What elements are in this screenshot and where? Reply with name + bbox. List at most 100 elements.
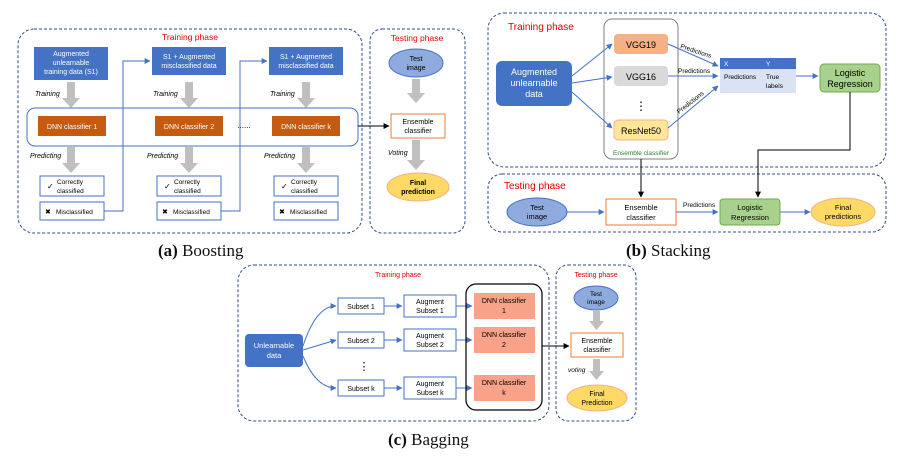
boosting-cross-3: ✖ [279, 209, 285, 216]
stacking-table-predictions: Predictions [724, 74, 757, 81]
boosting-correct-3a: Correctly [291, 179, 318, 186]
bagging-input-line2: data [267, 351, 282, 360]
boosting-misclassified-box-3 [273, 201, 339, 221]
boosting-check-1: ✓ [47, 182, 54, 191]
caption-boosting: (a) Boosting [158, 241, 243, 261]
bagging-augment2-line2: Subset 2 [416, 342, 444, 349]
bagging-augment2-line1: Augment [416, 333, 444, 340]
boosting-voting-arrow [407, 140, 425, 170]
boosting-test-line2: image [406, 65, 425, 72]
bagging-subset1-label: Subset 1 [347, 304, 375, 311]
boosting-test-arrow [407, 79, 425, 103]
boosting-training-region [17, 28, 363, 234]
stacking-input-to-vgg19 [571, 43, 613, 77]
caption-stacking: (b) Stacking [626, 241, 711, 261]
stacking-vgg19-predictions-arrow [667, 43, 719, 67]
boosting-training-label-1: Training [35, 91, 60, 98]
bagging-subset2-label: Subset 2 [347, 338, 375, 345]
bagging-final-line2: Prediction [581, 400, 612, 407]
stacking-table-header-x [720, 58, 762, 69]
stacking-ensemble-line2: classifier [626, 213, 656, 222]
bagging-testing-region [555, 264, 637, 422]
boosting-test-image [388, 48, 444, 78]
bagging-input-to-subset1 [302, 303, 337, 347]
caption-boosting-text: Boosting [182, 241, 244, 260]
bagging-subsetk-label: Subset k [347, 386, 375, 393]
stacking-input-to-resnet50 [571, 91, 613, 129]
stacking-testing-phase-label: Testing phase [504, 181, 566, 192]
stacking-input-line3: data [525, 89, 543, 99]
bagging-dnnk-line1: DNN classifier [482, 380, 527, 387]
boosting-predicting-label-3: Predicting [264, 153, 295, 160]
boosting-test-line1: Test [410, 56, 423, 63]
stacking-vgg16-label: VGG16 [626, 72, 656, 82]
boosting-s1-line1-b: S1 + Augmented [280, 54, 332, 61]
caption-bagging-label: (c) [388, 430, 407, 449]
boosting-classifier-row [26, 107, 359, 147]
boosting-predicting-arrow-2 [180, 147, 198, 173]
boosting-final-line2: prediction [401, 189, 435, 196]
stacking-input-data [496, 61, 572, 106]
stacking-table-true1: True [766, 74, 780, 81]
stacking-input-line2: unlearnable [510, 78, 557, 88]
stacking-resnet50 [613, 119, 669, 141]
bagging-voting-arrow [589, 359, 604, 380]
bagging-test-image [573, 285, 619, 311]
boosting-input-line3: training data (S1) [44, 69, 98, 76]
boosting-training-label-3: Training [270, 91, 295, 98]
boosting-dnn-classifier-1 [38, 116, 106, 136]
bagging-panel: Training phase Testing phase Unlearnable… [237, 264, 637, 422]
boosting-correct-box-2 [156, 175, 222, 197]
boosting-input-line1: Augmented [53, 51, 89, 58]
stacking-table-body [720, 69, 796, 93]
boosting-correct-2a: Correctly [174, 179, 201, 186]
boosting-ensemble-line2: classifier [404, 128, 432, 135]
boosting-testing-phase-label: Testing phase [391, 33, 444, 43]
stacking-final-line1: Final [835, 203, 852, 212]
bagging-test-line1: Test [590, 291, 602, 298]
stacking-ensemble-line1: Ensemble [624, 203, 657, 212]
bagging-augment1-line2: Subset 1 [416, 308, 444, 315]
boosting-s1-line2-b: misclassified data [278, 63, 333, 70]
boosting-misclassified-1: Misclassified [56, 209, 93, 216]
boosting-dnn2-label: DNN classifier 2 [164, 124, 214, 131]
boosting-ensemble-line1: Ensemble [402, 119, 433, 126]
bagging-voting-label: voting [568, 367, 586, 374]
bagging-test-arrow [589, 311, 604, 330]
boosting-check-3: ✓ [281, 182, 288, 191]
stacking-test-logistic-line2: Regression [731, 213, 769, 222]
bagging-dnn1-line2: 1 [502, 308, 506, 315]
stacking-table-x: X [724, 61, 729, 68]
stacking-predictions-label-3: Predictions [676, 90, 706, 116]
boosting-feedback-arrow-2 [221, 58, 268, 212]
caption-boosting-label: (a) [158, 241, 178, 260]
stacking-predictions-label-2: Predictions [678, 68, 711, 75]
bagging-dnn-classifier-1 [474, 293, 535, 319]
boosting-ensemble-classifier [390, 113, 446, 139]
bagging-input-to-subsetk [302, 355, 337, 391]
stacking-resnet50-predictions-arrow [667, 85, 719, 129]
stacking-vgg16 [614, 66, 668, 86]
boosting-correct-box-1 [39, 175, 105, 197]
boosting-dnnk-label: DNN classifier k [281, 124, 331, 131]
stacking-trained-logistic-to-test [755, 92, 851, 198]
boosting-training-label-2: Training [153, 91, 178, 98]
bagging-ensemble-line1: Ensemble [581, 338, 612, 345]
boosting-dots: ...... [237, 121, 250, 130]
bagging-augment1-line1: Augment [416, 299, 444, 306]
stacking-vgg19-label: VGG19 [626, 40, 656, 50]
boosting-training-phase-label: Training phase [162, 32, 218, 42]
bagging-augmentk-line1: Augment [416, 381, 444, 388]
boosting-training-arrow-3 [297, 82, 315, 108]
bagging-final-prediction [566, 384, 628, 412]
caption-stacking-label: (b) [626, 241, 647, 260]
boosting-cross-1: ✖ [45, 209, 51, 216]
boosting-feedback-arrow-1 [104, 58, 151, 212]
boosting-correct-1a: Correctly [57, 179, 84, 186]
stacking-final-predictions [810, 197, 876, 227]
boosting-correct-3b: classified [291, 188, 318, 195]
stacking-training-phase-label: Training phase [508, 22, 574, 33]
boosting-s1-line2: misclassified data [161, 63, 216, 70]
stacking-final-line2: predictions [825, 212, 862, 221]
boosting-predicting-arrow-1 [62, 147, 80, 173]
